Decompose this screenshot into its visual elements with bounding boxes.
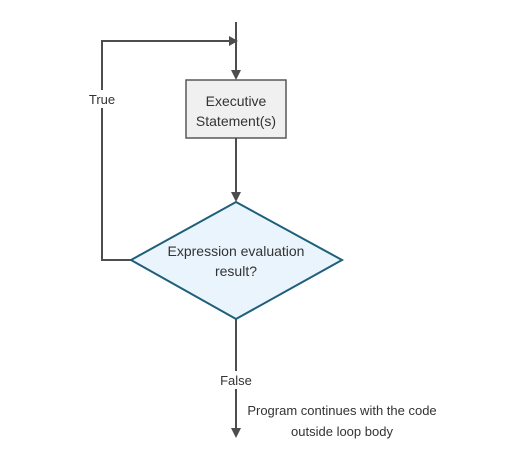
entry-arrowhead [231, 70, 241, 80]
false-label: False [220, 373, 252, 388]
false-label-bg [216, 371, 256, 389]
decision-label-line2: result? [215, 263, 257, 279]
true-loop-path [101, 40, 230, 261]
true-label-bg [86, 90, 118, 108]
exit-note-line2: outside loop body [291, 424, 393, 439]
process-box [185, 79, 287, 139]
decision-label-line1: Expression evaluation [168, 243, 305, 259]
exit-note-line1: Program continues with the code [247, 403, 436, 418]
process-box-label-line1: Executive [206, 93, 267, 109]
true-loop-arrowhead [229, 36, 238, 46]
false-exit-arrowhead [231, 428, 241, 438]
process-to-decision-arrowhead [231, 192, 241, 202]
true-label: True [89, 92, 115, 107]
process-box-label-line2: Statement(s) [196, 113, 276, 129]
decision-diamond [128, 200, 345, 321]
